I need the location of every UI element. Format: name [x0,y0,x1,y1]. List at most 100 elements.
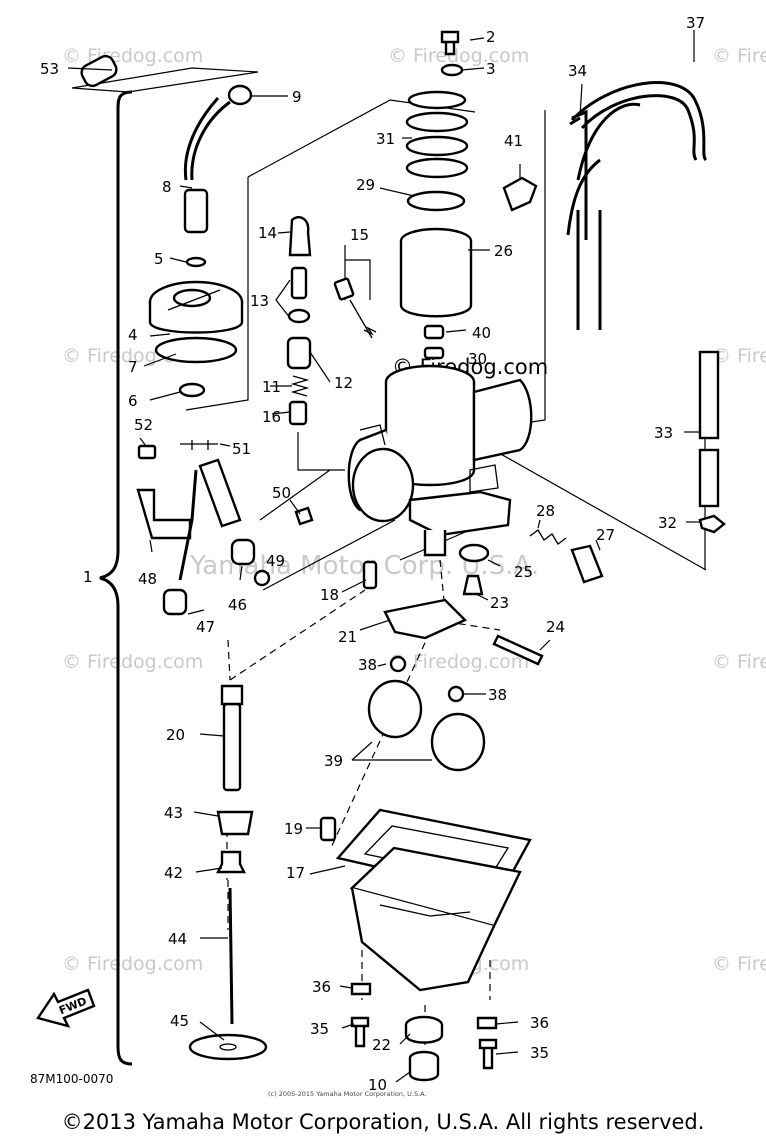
part-16-jet [288,400,308,426]
callout-37: 37 [686,14,705,32]
part-7-gasket [154,336,238,364]
part-8-fitting [183,188,209,234]
part-53-sleeve [80,54,118,88]
part-52-nut [137,444,157,460]
part-9-cap [227,84,253,106]
watermark: © Firedog.com [62,953,203,975]
part-26-throttle-valve [399,227,473,318]
part-40-seat [423,346,445,360]
part-42-jet [216,850,246,874]
part-46-cap [230,538,256,566]
part-36-nut [350,982,372,996]
callout-28: 28 [536,502,555,520]
part-11-spring [290,375,310,397]
callout-1: 1 [83,568,93,586]
callout-23: 23 [490,594,509,612]
callout-46: 46 [228,596,247,614]
callout-19: 19 [284,820,303,838]
part-35-screw [478,1038,498,1070]
part-25-washer [458,543,490,563]
part-10-plug [408,1050,440,1082]
callout-14: 14 [258,224,277,242]
part-51-clip [180,440,218,450]
part-12-screw [286,336,312,370]
callout-15: 15 [350,226,369,244]
callout-38: 38 [488,686,507,704]
assembly-bracket [99,90,133,1066]
watermark: © Firedog.com [712,345,766,367]
callout-36: 36 [312,978,331,996]
part-13-oring [287,308,311,324]
part-48-lever [136,488,192,540]
part-41-clip [502,176,538,212]
carburetor-body [347,364,533,557]
callout-34: 34 [568,62,587,80]
part-20-needle-jet-head [220,684,244,706]
part-31-spring [405,90,469,179]
callout-12: 12 [334,374,353,392]
part-22-gasket [404,1015,444,1044]
part-43-holder [216,810,254,836]
callout-11: 11 [262,378,281,396]
part-47-cable [178,469,198,581]
part-38-plug [389,655,407,673]
part-27-screw [570,544,604,584]
callout-9: 9 [292,88,302,106]
callout-18: 18 [320,586,339,604]
callout-10: 10 [368,1076,387,1094]
leader-lines [67,30,700,1083]
callout-44: 44 [168,930,187,948]
callout-29: 29 [356,176,375,194]
watermark: © Firedog.com [388,45,529,67]
part-40-seat [423,324,445,340]
callout-48: 48 [138,570,157,588]
callout-22: 22 [372,1036,391,1054]
float-bowl [349,846,522,992]
part-36-nut [476,1016,498,1030]
part-34-vent-hose [569,109,588,240]
part-35-screw [350,1016,370,1048]
callout-43: 43 [164,804,183,822]
part-37-vent-hose [566,81,708,330]
copyright-notice: ©2013 Yamaha Motor Corporation, U.S.A. A… [61,1110,705,1134]
callout-25: 25 [514,563,533,581]
part-6-washer [178,382,206,398]
part-47-cable-end [162,588,188,616]
diagram-code: 87M100-0070 [30,1072,114,1086]
callout-36: 36 [530,1014,549,1032]
callout-32: 32 [658,514,677,532]
tiny-notice: (c) 2005-2015 Yamaha Motor Corporation, … [268,1090,427,1098]
part-21-float-arm [383,598,468,640]
part-19-plug [319,816,337,842]
callout-21: 21 [338,628,357,646]
watermark: © Firedog.com [712,45,766,67]
part-38-plug [447,685,465,703]
part-45-washer [188,1033,268,1061]
callout-40: 40 [472,324,491,342]
part-4-cap [148,280,244,334]
callout-labels: 1 2 3 4 5 6 7 8 9 10 11 12 13 14 15 16 1… [40,14,705,1094]
callout-53: 53 [40,60,59,78]
watermark: © Firedog.com [712,953,766,975]
part-49-ball [253,569,271,587]
callout-5: 5 [154,250,164,268]
part-39-float [367,679,486,772]
callout-52: 52 [134,416,153,434]
part-45-washer-hole [219,1043,237,1051]
fwd-arrow: FWD [36,988,96,1028]
callout-35: 35 [310,1020,329,1038]
callout-39: 39 [324,752,343,770]
callout-26: 26 [494,242,513,260]
part-20-needle-jet [222,702,242,792]
part-32-clamp [698,514,726,534]
callout-7: 7 [128,358,138,376]
callout-3: 3 [486,60,496,78]
part-50-plug [294,506,314,526]
part-13-screw [290,266,308,300]
part-47-plunger [198,458,242,528]
callout-13: 13 [250,292,269,310]
part-23-needle [462,574,484,596]
callout-20: 20 [166,726,185,744]
part-2-screw [440,30,460,56]
part-29-plate [406,190,466,212]
